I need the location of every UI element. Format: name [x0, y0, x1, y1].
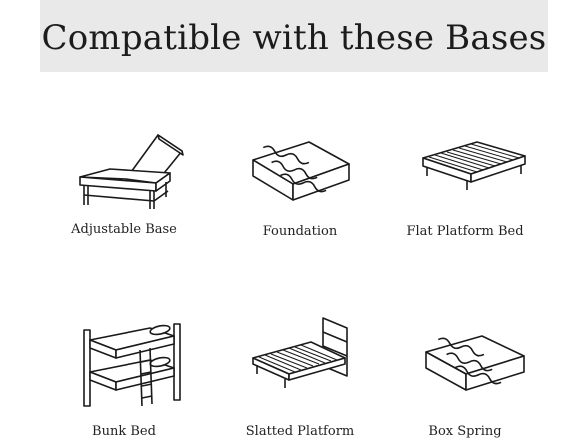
bunk-bed-icon	[60, 310, 190, 410]
header-banner: Compatible with these Bases	[40, 0, 548, 72]
base-label-adjustable: Adjustable Base	[71, 222, 177, 237]
base-label-flat-platform: Flat Platform Bed	[406, 224, 524, 239]
base-label-foundation: Foundation	[262, 224, 338, 239]
base-item-flat-platform	[392, 138, 552, 198]
foundation-icon	[235, 130, 365, 210]
page-title: Compatible with these Bases	[41, 18, 547, 58]
base-item-bunk-bed	[45, 310, 205, 410]
base-item-box-spring	[395, 330, 555, 400]
base-item-foundation	[220, 130, 380, 210]
base-item-adjustable	[45, 125, 205, 215]
base-label-box-spring: Box Spring	[428, 424, 502, 439]
base-label-bunk-bed: Bunk Bed	[92, 424, 156, 439]
base-item-slatted-platform	[220, 314, 380, 394]
slatted-platform-icon	[235, 314, 365, 394]
box-spring-icon	[410, 330, 540, 400]
base-label-slatted-platform: Slatted Platform	[245, 424, 355, 439]
adjustable-base-icon	[60, 125, 190, 215]
flat-platform-bed-icon	[407, 138, 537, 198]
